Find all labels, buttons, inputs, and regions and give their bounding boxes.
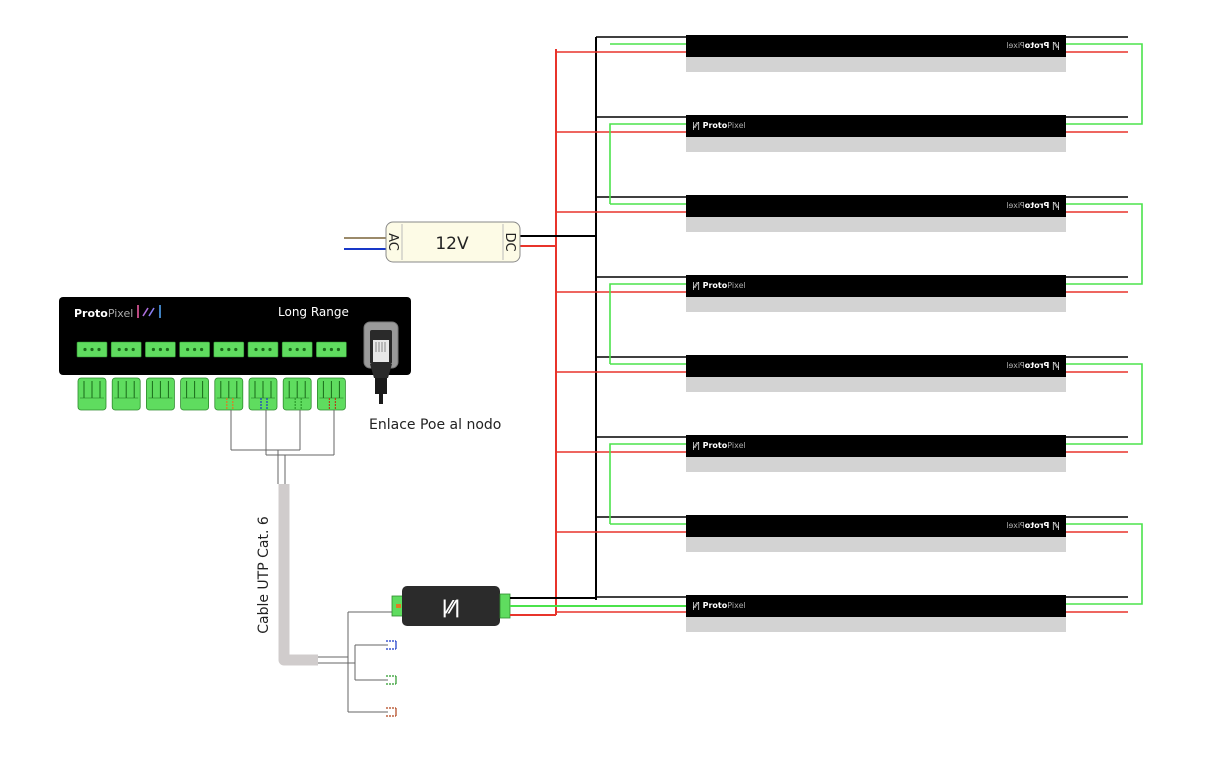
utp-cable-label: Cable UTP Cat. 6 (256, 516, 272, 634)
led-strip: |⁄⁄| ProtoPixel (556, 115, 1128, 152)
power-supply-body (385, 221, 521, 263)
controller-model-label: Long Range (278, 305, 349, 319)
controller-port (281, 341, 313, 358)
led-strip: |⁄⁄| ProtoPixel (556, 355, 1128, 392)
controller-port (213, 341, 245, 358)
controller-port (145, 341, 176, 358)
receiver-body (402, 586, 500, 626)
controller-ports (76, 341, 347, 358)
strip-logo: |⁄⁄| ProtoPixel (1006, 521, 1060, 530)
strip-body (686, 595, 1066, 617)
strip-shadow (686, 615, 1066, 632)
led-strip: |⁄⁄| ProtoPixel (556, 595, 1128, 632)
terminal-lead (294, 398, 302, 410)
strip-body (686, 275, 1066, 297)
controller: ProtoPixel Long Range Enlace Poe al nodo (59, 297, 501, 433)
strip-logo: |⁄⁄| ProtoPixel (692, 441, 746, 450)
led-strips: |⁄⁄| ProtoPixel |⁄⁄| ProtoPixel |⁄⁄| Proto… (556, 35, 1143, 632)
controller-port (247, 341, 279, 358)
strip-body (686, 515, 1066, 537)
strip-logo: |⁄⁄| ProtoPixel (1006, 361, 1060, 370)
terminal-cable-wires (230, 410, 335, 484)
terminal-block[interactable] (282, 377, 312, 411)
strip-logo: |⁄⁄| ProtoPixel (1006, 41, 1060, 50)
terminal-lead (260, 398, 268, 410)
controller-logo-icon (137, 305, 161, 318)
strip-shadow (686, 375, 1066, 392)
strip-shadow (686, 135, 1066, 152)
terminal-block[interactable] (180, 377, 210, 411)
controller-port (316, 341, 347, 358)
strip-body (686, 355, 1066, 377)
strip-logo: |⁄⁄| ProtoPixel (692, 121, 746, 130)
receiver-logo-icon: |⁄⁄| (441, 597, 460, 618)
strip-body (686, 35, 1066, 57)
controller-terminals (77, 377, 346, 411)
terminal-block[interactable] (316, 377, 346, 411)
utp-cable (278, 484, 318, 666)
strip-shadow (686, 295, 1066, 312)
controller-port (76, 341, 108, 358)
strip-shadow (686, 455, 1066, 472)
strip-body (686, 435, 1066, 457)
psu-dc-label: DC (502, 232, 517, 251)
terminal-lead (226, 398, 234, 410)
led-strip: |⁄⁄| ProtoPixel (556, 35, 1128, 72)
led-strip: |⁄⁄| ProtoPixel (556, 195, 1128, 232)
poe-link-label: Enlace Poe al nodo (369, 417, 501, 433)
led-strip: |⁄⁄| ProtoPixel (556, 515, 1128, 552)
controller-port (110, 341, 142, 358)
terminal-block[interactable] (145, 377, 175, 411)
strip-logo: |⁄⁄| ProtoPixel (692, 601, 746, 610)
terminal-block[interactable] (111, 377, 141, 411)
terminal-block[interactable] (77, 377, 107, 411)
led-strip: |⁄⁄| ProtoPixel (556, 275, 1128, 312)
receiver-node: |⁄⁄| (391, 586, 511, 626)
strip-body (686, 115, 1066, 137)
terminal-lead (328, 398, 336, 410)
controller-port (179, 341, 210, 358)
strip-shadow (686, 55, 1066, 72)
poe-connector-icon (363, 321, 399, 404)
psu-voltage-label: 12V (435, 234, 469, 254)
strip-shadow (686, 535, 1066, 552)
pair-ends (386, 640, 397, 717)
strip-logo: |⁄⁄| ProtoPixel (1006, 201, 1060, 210)
controller-brand: ProtoPixel (74, 307, 133, 320)
strip-logo: |⁄⁄| ProtoPixel (692, 281, 746, 290)
data-signal-wire (609, 43, 1143, 605)
receiver-output-terminal (499, 593, 511, 619)
terminal-block[interactable] (214, 377, 244, 411)
led-strip: |⁄⁄| ProtoPixel (556, 435, 1128, 472)
strip-body (686, 195, 1066, 217)
strip-shadow (686, 215, 1066, 232)
power-bus (555, 37, 597, 615)
power-supply: AC 12V DC (385, 221, 521, 263)
cable-fanout-wires (318, 611, 392, 713)
terminal-block[interactable] (248, 377, 278, 411)
psu-ac-label: AC (385, 233, 400, 251)
